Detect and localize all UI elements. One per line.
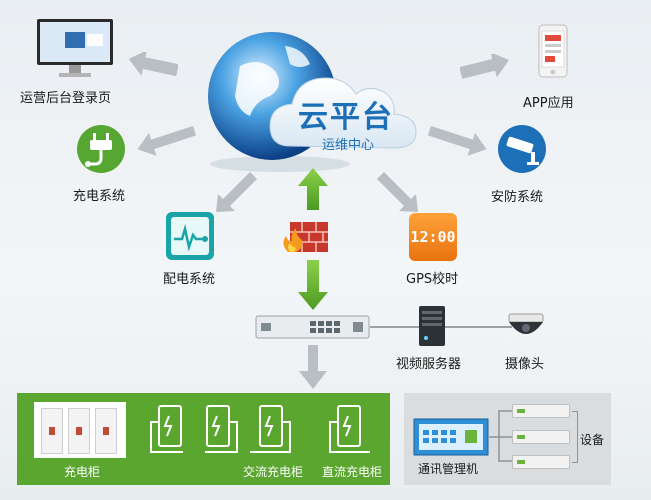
cloud-title: 云平台	[298, 100, 394, 135]
video-server-icon	[419, 306, 445, 346]
power-distribution-icon	[166, 212, 214, 260]
arrow-to-power	[216, 172, 257, 212]
charging-system-label: 充电系统	[73, 189, 126, 204]
charging-cabinet-1	[41, 408, 63, 454]
power-distribution-label: 配电系统	[163, 272, 216, 287]
charging-cabinet-3	[95, 408, 117, 454]
arrow-to-charging	[137, 125, 196, 156]
charging-cabinet-2	[68, 408, 90, 454]
network-switch-icon	[255, 315, 370, 339]
app-label: APP应用	[523, 96, 574, 111]
security-camera-icon	[498, 125, 546, 173]
arrow-to-security	[428, 125, 487, 156]
dc-cabinet-label: 直流充电柜	[322, 465, 383, 479]
phone-icon	[538, 24, 568, 78]
cloud-subtitle: 运维中心	[322, 138, 375, 153]
monitor-icon	[37, 19, 113, 77]
device-unit-1	[512, 404, 570, 418]
arrow-to-ops	[128, 52, 178, 77]
charging-cabinet-label: 充电柜	[64, 465, 101, 479]
devices-bracket	[572, 411, 578, 463]
device-unit-3	[512, 455, 570, 469]
bidirectional-arrow-icon	[298, 168, 328, 310]
arrow-down-to-devices	[299, 345, 327, 389]
ac-cabinet-label: 交流充电柜	[243, 465, 304, 479]
gps-timing-label: GPS校时	[406, 272, 459, 287]
security-system-label: 安防系统	[491, 190, 544, 205]
camera-label: 摄像头	[505, 357, 545, 372]
devices-label: 设备	[580, 433, 605, 447]
arrow-to-gps	[377, 172, 418, 212]
globe-cloud-graphic	[208, 32, 417, 172]
comm-manager-label: 通讯管理机	[418, 462, 479, 476]
comm-manager-icon	[413, 418, 489, 456]
dome-camera-icon	[508, 313, 544, 334]
ac-charger-icons	[150, 405, 238, 453]
gps-clock-text: 12:00	[410, 228, 456, 246]
device-unit-2	[512, 430, 570, 444]
video-server-label: 视频服务器	[396, 357, 462, 372]
firewall-icon	[283, 222, 328, 252]
dc-charger-icons	[250, 405, 370, 453]
arrow-to-app	[460, 54, 510, 79]
charging-plug-icon	[77, 125, 125, 173]
gps-clock-display: 12:00	[409, 213, 457, 261]
cloud-shape	[269, 77, 417, 149]
device-link-lines	[489, 410, 513, 462]
ops-login-label: 运营后台登录页	[20, 91, 112, 106]
